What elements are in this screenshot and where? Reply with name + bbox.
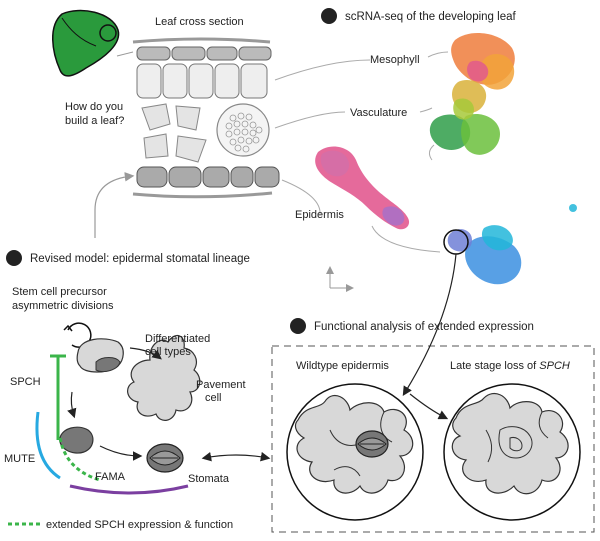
scrna-title: scRNA-seq of the developing leaf — [345, 11, 516, 23]
cluster-vasculature-1 — [429, 114, 471, 150]
arrow-to-late-loss — [409, 393, 449, 420]
umap-plot — [315, 33, 577, 285]
bullet-functional — [290, 318, 306, 334]
leaf-cross-section — [132, 37, 280, 199]
spch-label: SPCH — [10, 376, 41, 388]
legend-text: extended SPCH expression & function — [46, 519, 233, 531]
model-title: Revised model: epidermal stomatal lineag… — [30, 253, 250, 265]
meristemoid-cell — [59, 426, 94, 454]
stem-cell-line-2: asymmetric divisions — [12, 300, 114, 312]
bullet-model — [6, 250, 22, 266]
zoom-line-upper — [116, 51, 134, 57]
link-vasculature — [274, 111, 346, 129]
functional-title: Functional analysis of extended expressi… — [314, 321, 534, 333]
extended-spch-dashed-line — [58, 437, 101, 482]
fama-line — [69, 484, 189, 495]
cluster-mesophyll-2 — [479, 54, 515, 90]
cluster-epidermis-top-2 — [320, 150, 350, 177]
cluster-mesophyll-4 — [467, 60, 489, 82]
link-epidermis-cluster — [371, 225, 441, 253]
late-loss-label: Late stage loss of SPCH — [450, 360, 570, 372]
link-epidermis — [281, 179, 321, 216]
arrow-to-stomata — [99, 445, 143, 461]
question-line-1: How do you — [65, 101, 123, 113]
wildtype-epidermis — [286, 383, 424, 521]
precursor-cell — [76, 338, 124, 373]
mute-label: MUTE — [4, 453, 35, 465]
functional-panel — [271, 345, 595, 533]
link-mesophyll — [274, 59, 371, 81]
pavement-cell — [127, 334, 201, 421]
question-line-2: build a leaf? — [65, 115, 124, 127]
pavement-line-1: Pavement — [196, 379, 246, 391]
cluster-vasculature-3 — [453, 98, 474, 120]
cross-section-label: Leaf cross section — [155, 16, 244, 28]
bullet-scrna — [321, 8, 337, 24]
umap-axes-icon — [326, 266, 354, 292]
vasculature-label: Vasculature — [350, 107, 407, 119]
vasculature-connector — [419, 107, 433, 113]
cluster-epidermis-top-3 — [382, 206, 405, 226]
wildtype-label: Wildtype epidermis — [296, 360, 389, 372]
mesophyll-label: Mesophyll — [370, 54, 420, 66]
arrow-to-wildtype — [402, 253, 457, 397]
mute-line — [35, 411, 61, 480]
late-loss-epidermis — [443, 383, 581, 521]
leaf-icon — [52, 9, 120, 77]
mesophyll-connector — [427, 51, 449, 58]
feedback-arrow — [94, 172, 135, 238]
pavement-line-2: cell — [205, 392, 222, 404]
double-arrow — [201, 451, 271, 462]
epidermis-label: Epidermis — [295, 209, 344, 221]
fama-label: FAMA — [95, 471, 126, 483]
stem-cell-line-1: Stem cell precursor — [12, 286, 107, 298]
differentiated-line-2: cell types — [145, 346, 191, 358]
stomata-label: Stomata — [188, 473, 230, 485]
spch-line — [50, 354, 66, 440]
cluster-vasculature-2 — [461, 114, 500, 155]
differentiated-line-1: Differentiated — [145, 333, 210, 345]
vasc-tail-line — [428, 144, 435, 161]
arrow-to-pavement — [129, 347, 162, 360]
arrow-to-meristemoid — [67, 391, 77, 419]
stomata-icon — [146, 443, 184, 473]
cluster-epidermis-bottom-2 — [481, 225, 513, 251]
cluster-outlier — [569, 204, 577, 212]
